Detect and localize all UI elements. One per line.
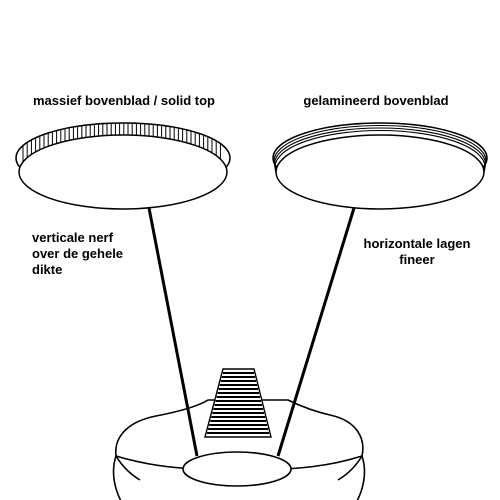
solid-top-sample bbox=[15, 122, 231, 210]
laminated-top-title: gelamineerd bovenblad bbox=[303, 93, 449, 108]
neck-fingerboard bbox=[204, 368, 272, 438]
neck-frets bbox=[207, 372, 269, 434]
guitar-body-waist-right bbox=[337, 455, 363, 481]
laminated-top-caption: horizontale lagen fineer bbox=[363, 236, 471, 267]
solid-top-title: massief bovenblad / solid top bbox=[32, 93, 216, 108]
solid-top-vertical-grain bbox=[22, 123, 221, 162]
pointer-line-laminated bbox=[276, 207, 356, 457]
solid-top-caption: verticale nerf over de gehele dikte bbox=[32, 230, 124, 277]
guitar-neck bbox=[204, 368, 272, 438]
laminated-top-face bbox=[275, 134, 485, 210]
pointer-line-solid bbox=[147, 207, 199, 457]
solid-top-face bbox=[18, 134, 228, 210]
guitar-body-waist-left bbox=[115, 455, 141, 481]
guitar-soundhole bbox=[182, 451, 292, 487]
laminated-top-sample bbox=[272, 122, 488, 210]
